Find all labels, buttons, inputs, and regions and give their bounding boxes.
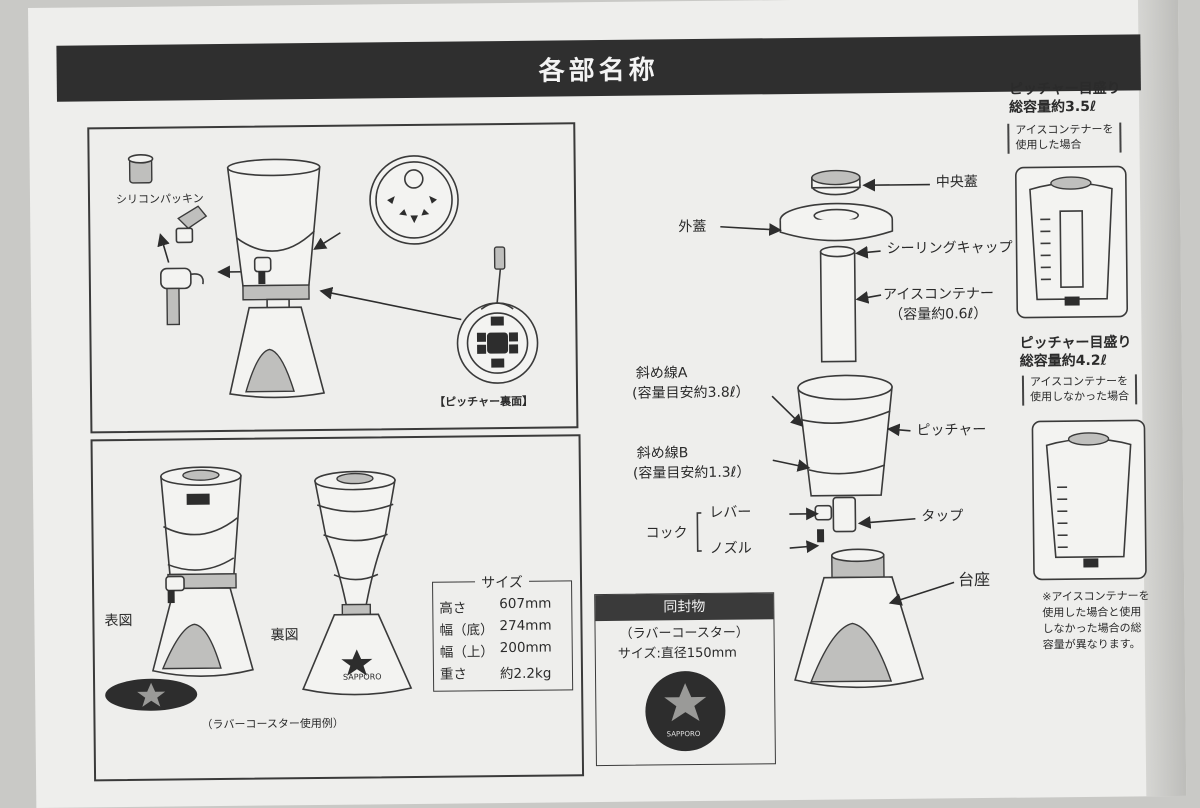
lever-label: レバー [709,504,752,521]
tap-label: タップ [921,508,964,525]
ice-container-illustration [819,245,882,363]
scale-b-illustration [1031,419,1147,581]
pitcher-exploded-illustration [771,374,916,554]
line-a-label: 斜め線A [635,365,688,382]
illustration-layer [105,154,1147,752]
enclosed-item: （ラバーコースター） [619,625,749,642]
size-spec-header: サイズ [475,574,529,592]
enclosed-header: 同封物 [595,593,774,622]
outer-lid-label: 外蓋 [678,218,707,236]
scale-b-title: ピッチャー目盛り [1019,334,1132,352]
silicone-packing-label: シリコンパッキン [115,192,204,207]
enclosed-coaster-illustration [645,671,726,752]
ice-container-label: アイスコンテナー [882,285,995,304]
line-a-capacity: (容量目安約3.8ℓ） [631,384,750,402]
front-view-illustration [105,466,254,711]
cock-label: コック [645,525,688,542]
spec-row: 幅（上）200mm [439,639,552,661]
scale-b-capacity: 総容量約4.2ℓ [1019,352,1108,370]
line-b-capacity: (容量目安約1.3ℓ） [632,464,751,482]
ice-container-capacity: （容量約0.6ℓ） [889,305,988,323]
outer-lid-illustration [720,202,894,242]
sealing-cap-label: シーリングキャップ [886,239,1013,258]
pitcher-back-illustration [456,246,539,384]
silicone-packing-illustration [127,154,154,184]
pitcher-illustration [226,158,462,399]
brand-mark-back: SAPPORO [342,672,382,682]
scale-a-title: ピッチャー目盛り [1008,80,1121,98]
front-view-label: 表図 [104,612,133,630]
center-lid-label: 中央蓋 [935,174,978,191]
back-view-label: 裏図 [270,627,299,644]
line-b-label: 斜め線B [636,445,689,462]
nozzle-label: ノズル [709,540,752,557]
spec-row: 重さ約2.2kg [439,665,552,683]
scale-a-illustration [1015,165,1129,319]
scale-b-note: アイスコンテナーを使用しなかった場合 [1021,374,1138,406]
scale-a-capacity: 総容量約3.5ℓ [1009,98,1097,116]
back-view-illustration [302,470,413,696]
base-exploded-illustration [794,548,955,689]
coaster-example-label: （ラバーコースター使用例） [201,716,344,732]
lid-bottom-illustration [369,155,459,245]
enclosed-items-box: 同封物 （ラバーコースター） サイズ:直径150mm SAPPORO [594,592,776,767]
footnote: ※アイスコンテナーを 使用した場合と使用 しなかった場合の総 容量が異なります。 [1042,589,1150,652]
enclosed-size: サイズ:直径150mm [617,645,738,662]
scale-a-note: アイスコンテナーを使用した場合 [1007,122,1122,154]
enclosed-brand-mark: SAPPORO [666,729,701,739]
tap-parts-illustration [157,205,245,326]
center-lid-illustration [811,169,930,196]
instruction-sheet: 各部名称 [28,0,1187,808]
base-label: 台座 [957,569,991,590]
cock-bracket [696,512,702,552]
spec-row: 幅（底）274mm [439,617,552,639]
pitcher-label: ピッチャー [916,421,987,439]
pitcher-back-label: 【ピッチャー裏面】 [434,394,534,409]
